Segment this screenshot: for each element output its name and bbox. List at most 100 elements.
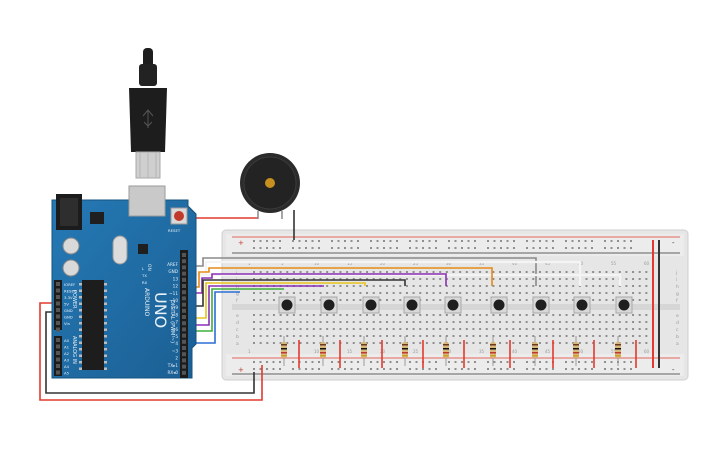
row-letter: a — [236, 342, 239, 347]
analog-pin-label: A2 — [64, 351, 70, 356]
pushbutton-icon[interactable] — [615, 296, 633, 314]
column-number: 50 — [578, 349, 584, 354]
pushbutton-icon[interactable] — [490, 296, 508, 314]
column-number: 25 — [413, 349, 419, 354]
on-led-label: ON — [146, 264, 152, 271]
atmega-chip — [82, 280, 104, 370]
resistor-icon[interactable] — [281, 336, 287, 366]
crystal — [112, 235, 128, 265]
board-brand-label: ARDUINO — [143, 288, 150, 317]
power-pin-label: 5V — [64, 302, 69, 307]
power-pin-label: Vin — [64, 321, 71, 326]
rail-jumpers — [298, 340, 637, 368]
digital-pin-label: 7 — [175, 320, 178, 325]
signal-wires — [39, 210, 622, 401]
column-number: 55 — [611, 349, 617, 354]
digital-header-label: DIGITAL (PWM ~) — [169, 300, 175, 343]
row-letter: c — [236, 328, 239, 333]
power-pin-label: RESET — [64, 289, 77, 294]
pushbutton-icon[interactable] — [278, 296, 296, 314]
analog-pin-label: A1 — [64, 345, 70, 350]
digital-pin-label: RX◂0 — [167, 370, 178, 375]
digital-pin-label: 13 — [173, 276, 179, 281]
row-letter: d — [676, 320, 679, 326]
power-pin-label: GND — [64, 315, 73, 320]
analog-pin-label: A4 — [64, 364, 70, 369]
column-number: 25 — [413, 261, 419, 266]
row-letter: f — [676, 298, 678, 304]
power-pin-label: 3.3V — [64, 295, 73, 300]
pushbutton-icon[interactable] — [573, 296, 591, 314]
resistor-icon[interactable] — [443, 336, 449, 366]
analog-pin-label: A3 — [64, 358, 70, 363]
column-number: 20 — [380, 261, 386, 266]
resistor-icon[interactable] — [573, 336, 579, 366]
column-number: 40 — [512, 349, 518, 354]
digital-pin-label: ~5 — [172, 334, 179, 339]
power-header-label: POWER — [71, 290, 77, 309]
resistor-icon[interactable] — [490, 336, 496, 366]
wire-orange[interactable] — [188, 267, 493, 288]
board-model-label: UNO — [151, 292, 170, 328]
column-number: 60 — [644, 349, 650, 354]
row-letter: j — [235, 270, 237, 276]
analog-header — [54, 336, 62, 376]
analog-pin-label: A5 — [64, 371, 70, 376]
column-number: 30 — [446, 261, 452, 266]
arduino-uno-board[interactable]: UNO ARDUINO DIGITAL (PWM ~) POWER ANALOG… — [51, 185, 197, 379]
resistor-icon[interactable] — [320, 336, 326, 366]
piezo-buzzer-icon[interactable] — [240, 153, 300, 219]
pushbutton-icon[interactable] — [403, 296, 421, 314]
column-number: 15 — [347, 349, 353, 354]
reset-label: RESET — [168, 228, 181, 233]
wire-white-2[interactable] — [188, 273, 622, 286]
pushbutton-icon[interactable] — [320, 296, 338, 314]
resistor-icon[interactable] — [361, 336, 367, 366]
resistor-icon[interactable] — [402, 336, 408, 366]
wire-yellow[interactable] — [188, 282, 366, 319]
wire-purple-1[interactable] — [188, 273, 447, 294]
rail-plus-label: + — [238, 239, 244, 247]
column-number: 5 — [281, 261, 284, 266]
row-letter: b — [676, 334, 679, 340]
digital-pin-label: GND — [168, 269, 178, 274]
analog-header-label: ANALOG IN — [71, 336, 77, 364]
digital-pin-label: 2 — [175, 356, 178, 361]
row-letter: f — [236, 298, 238, 304]
wire-black-1[interactable] — [188, 279, 406, 307]
column-number: 45 — [545, 349, 551, 354]
wire-green[interactable] — [188, 288, 284, 332]
breadboard-holes — [232, 236, 680, 375]
wire-gnd-black[interactable] — [45, 311, 255, 394]
column-number: 40 — [512, 261, 518, 266]
row-letter: i — [676, 277, 677, 283]
rail-plus-label-bottom: + — [238, 366, 244, 374]
rail-minus-label: - — [672, 239, 675, 247]
rail-minus-label-bottom: - — [672, 366, 675, 374]
resistor-icon[interactable] — [615, 336, 621, 366]
digital-pin-label: AREF — [167, 262, 178, 267]
column-number: 60 — [644, 261, 650, 266]
pushbutton-icon[interactable] — [444, 296, 462, 314]
wire-5v-red[interactable] — [39, 302, 263, 401]
digital-pin-label: 8 — [175, 312, 178, 317]
pushbutton-icon[interactable] — [362, 296, 380, 314]
pushbutton-icon[interactable] — [532, 296, 550, 314]
usb-socket — [128, 185, 166, 217]
digital-pin-label: TX▸1 — [167, 363, 179, 368]
wire-purple-2[interactable] — [188, 285, 324, 326]
column-number: 45 — [545, 261, 551, 266]
column-number: 15 — [347, 261, 353, 266]
wire-blue[interactable] — [188, 291, 240, 344]
digital-pin-label: ~11 — [169, 291, 178, 296]
buttons-and-resistors — [278, 296, 633, 366]
capacitor — [62, 259, 80, 277]
usb-plug-icon[interactable] — [129, 48, 167, 179]
power-pin-label: GND — [64, 308, 73, 313]
led-label: RX — [142, 280, 148, 285]
resistor-icon[interactable] — [532, 336, 538, 366]
column-number: 55 — [611, 261, 617, 266]
row-letter: a — [676, 342, 679, 347]
digital-pin-label: ~9 — [172, 305, 179, 310]
